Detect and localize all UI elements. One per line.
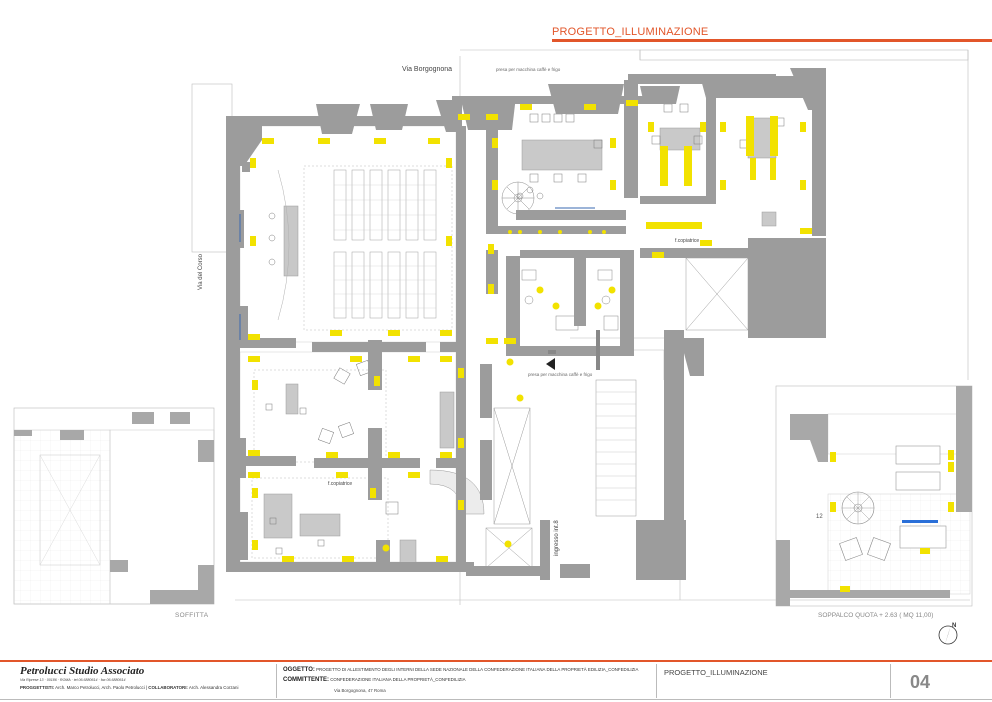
client-head: COMMITTENTE: <box>283 677 329 683</box>
title-rule <box>552 39 992 42</box>
floor-plan <box>13 49 973 607</box>
designers-line: PROGGETTISTI: Arch. Marco Petrolucci, Ar… <box>20 685 239 690</box>
stair-steps-label: 12 <box>816 514 823 520</box>
spiral-stair <box>501 181 535 215</box>
attic-label: SOFFITTA <box>175 612 209 619</box>
drawing-tag: PROGETTO_ILLUMINAZIONE <box>664 668 768 677</box>
via-corso-label: Via del Corso <box>198 254 204 290</box>
coffee-outlet-label-mid: presa per macchina caffè e frigo <box>528 372 593 377</box>
studio-address: Via Riprese 13 · 00186 · ROMA · tel 06.6… <box>20 678 126 682</box>
collaborators-head: COLLABORATORI: <box>148 685 188 690</box>
footer-rule <box>0 660 992 662</box>
footer-bottom-rule <box>0 699 992 700</box>
attic-plan <box>13 407 215 605</box>
mezzanine-label: SOPPALCO QUOTA + 2.63 ( MQ 11,00) <box>818 612 934 619</box>
footer-divider <box>276 664 277 698</box>
footer-divider <box>890 664 891 698</box>
project-object: OGGETTO: PROGETTO DI ALLESTIMENTO DEGLI … <box>283 667 653 673</box>
main-floor <box>226 68 826 580</box>
collaborators-names: Arch. Alessandra Corzani <box>188 685 239 690</box>
project-address: Via Borgognona, 47 Roma <box>334 688 386 693</box>
studio-name: Petrolucci Studio Associato <box>20 665 145 677</box>
mezzanine-plan <box>775 385 973 607</box>
north-arrow-icon: N <box>938 623 958 645</box>
entrance-arrow-icon <box>546 358 555 370</box>
object-text: PROGETTO DI ALLESTIMENTO DEGLI INTERNI D… <box>316 667 639 672</box>
client-text: CONFEDERAZIONE ITALIANA DELLA PROPRIETÀ_… <box>330 677 466 682</box>
copier-label-a: f.copiatrice <box>675 238 700 244</box>
svg-text:N: N <box>952 623 956 629</box>
footer-divider <box>656 664 657 698</box>
designers-head: PROGGETTISTI: <box>20 685 55 690</box>
sheet-number: 04 <box>910 672 931 692</box>
light-fixtures <box>248 100 812 562</box>
designers-names: Arch. Marco Petrolucci, Arch. Paolo Petr… <box>55 685 145 690</box>
project-client: COMMITTENTE: CONFEDERAZIONE ITALIANA DEL… <box>283 677 653 683</box>
walls <box>226 68 826 580</box>
coffee-outlet-label-top: presa per macchina caffè e frigo <box>496 67 561 72</box>
object-head: OGGETTO: <box>283 667 315 673</box>
copier-label-b: f.copiatrice <box>328 481 353 487</box>
entrance-label: ingresso int.8 <box>554 520 560 556</box>
street-label: Via Borgognona <box>402 66 453 73</box>
sheet-title: PROGETTO_ILLUMINAZIONE <box>552 26 709 38</box>
